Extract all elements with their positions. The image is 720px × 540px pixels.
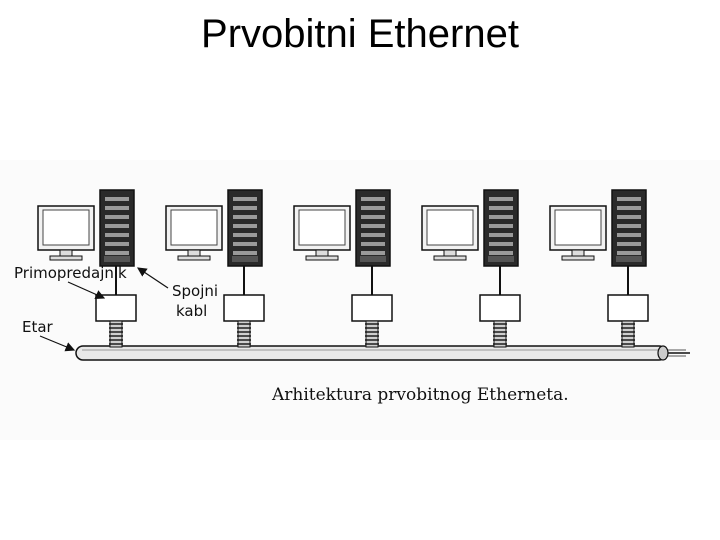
monitor-icon: [549, 205, 607, 261]
cable-label-line2: kabl: [176, 302, 207, 320]
monitor-icon: [37, 205, 95, 261]
transceiver-box: [479, 294, 521, 322]
tower-icon: [355, 189, 391, 267]
ether-cable: [75, 345, 690, 361]
slide-title: Prvobitni Ethernet: [201, 12, 519, 56]
computer-node: [421, 189, 521, 348]
tap-connector: [493, 320, 507, 348]
transceiver-arrow: [67, 281, 106, 299]
nodes-group: [37, 189, 649, 348]
tower-icon: [611, 189, 647, 267]
transceiver-box: [95, 294, 137, 322]
transceiver-box: [351, 294, 393, 322]
tap-connector: [365, 320, 379, 348]
tower-icon: [99, 189, 135, 267]
ethernet-diagram: Primopredajnik Spojni kabl Etar Arhitekt…: [0, 160, 720, 440]
computer-node: [293, 189, 393, 348]
diagram-svg: Primopredajnik Spojni kabl Etar Arhitekt…: [14, 189, 690, 405]
computer-node: [549, 189, 649, 348]
transceiver-box: [223, 294, 265, 322]
cable-arrow: [137, 267, 169, 289]
tower-icon: [483, 189, 519, 267]
monitor-icon: [165, 205, 223, 261]
cable-label-line1: Spojni: [172, 282, 218, 300]
ether-arrow: [39, 335, 76, 352]
tower-icon: [227, 189, 263, 267]
computer-node: [165, 189, 265, 348]
transceiver-box: [607, 294, 649, 322]
monitor-icon: [293, 205, 351, 261]
diagram-caption: Arhitektura prvobitnog Etherneta.: [271, 385, 569, 405]
tap-connector: [621, 320, 635, 348]
computer-node: [37, 189, 137, 348]
tap-connector: [237, 320, 251, 348]
monitor-icon: [421, 205, 479, 261]
transceiver-label: Primopredajnik: [14, 264, 127, 282]
tap-connector: [109, 320, 123, 348]
ether-label: Etar: [22, 318, 54, 336]
